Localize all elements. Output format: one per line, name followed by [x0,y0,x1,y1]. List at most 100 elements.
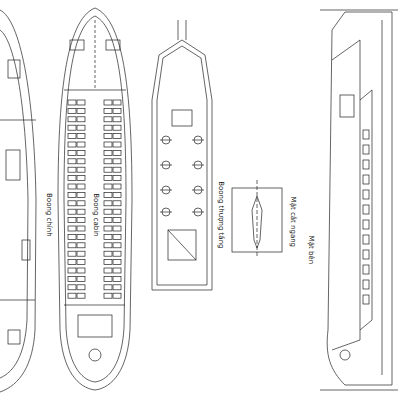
seat [68,150,76,155]
seat [68,209,76,214]
window [363,265,369,274]
table-mark [160,140,172,141]
cabin-deck-plan [58,8,132,390]
seat [104,201,112,206]
seat [68,192,76,197]
seat [113,117,121,122]
seat [113,167,121,172]
cross-section [232,180,282,258]
seat [68,293,76,298]
seat [104,243,112,248]
seat [113,226,121,231]
seat [113,142,121,147]
seat [77,218,85,223]
seat [113,125,121,130]
seat [104,125,112,130]
side-profile [320,10,398,390]
seat [104,285,112,290]
seat [77,125,85,130]
seat [68,184,76,189]
upper-deck-plan [152,20,212,290]
table-mark [192,140,204,141]
seat [113,293,121,298]
seat [104,268,112,273]
seat [68,142,76,147]
seat [68,260,76,265]
window [363,295,369,304]
seat [68,176,76,181]
seat [77,159,85,164]
view-label: Mặt bên [306,235,314,266]
seat [104,218,112,223]
seat [104,251,112,256]
seat [77,176,85,181]
view-label: Boong cabin [91,192,99,237]
seat [68,167,76,172]
seat [104,142,112,147]
seat [68,285,76,290]
seat [104,159,112,164]
window [363,280,369,289]
seat [68,201,76,206]
seat [77,142,85,147]
seat [77,167,85,172]
view-label: Boong chính [44,192,52,238]
seat [113,268,121,273]
seat [77,134,85,139]
seat [104,209,112,214]
seat [104,226,112,231]
table-mark [192,190,204,191]
seat [77,184,85,189]
seat [77,276,85,281]
seat [77,209,85,214]
seat [77,226,85,231]
seat [113,192,121,197]
seat [113,184,121,189]
seat [113,234,121,239]
table-mark [160,190,172,191]
window [363,250,369,259]
seat [104,176,112,181]
seat [113,276,121,281]
seat [113,150,121,155]
seat [104,167,112,172]
seat [104,293,112,298]
window [363,130,369,139]
seat [104,100,112,105]
seat [77,260,85,265]
seat [68,159,76,164]
window [363,220,369,229]
seat [68,276,76,281]
window [363,235,369,244]
seat [68,218,76,223]
table-mark [160,165,172,166]
seat [77,117,85,122]
seat [68,243,76,248]
seat [104,150,112,155]
table-mark [192,165,204,166]
seat [77,100,85,105]
seat [68,226,76,231]
window [363,175,369,184]
table-mark [192,212,204,213]
view-label: Mặt cắt ngang [288,196,296,248]
seat [68,234,76,239]
seat [68,117,76,122]
seat [104,192,112,197]
seat [77,150,85,155]
seat [77,108,85,113]
seat [113,218,121,223]
seat [104,234,112,239]
seat [104,260,112,265]
seat [77,251,85,256]
window [363,160,369,169]
seat [104,276,112,281]
seat [77,243,85,248]
seat [113,108,121,113]
seat [68,134,76,139]
seat [113,176,121,181]
seat [104,184,112,189]
seat [104,134,112,139]
